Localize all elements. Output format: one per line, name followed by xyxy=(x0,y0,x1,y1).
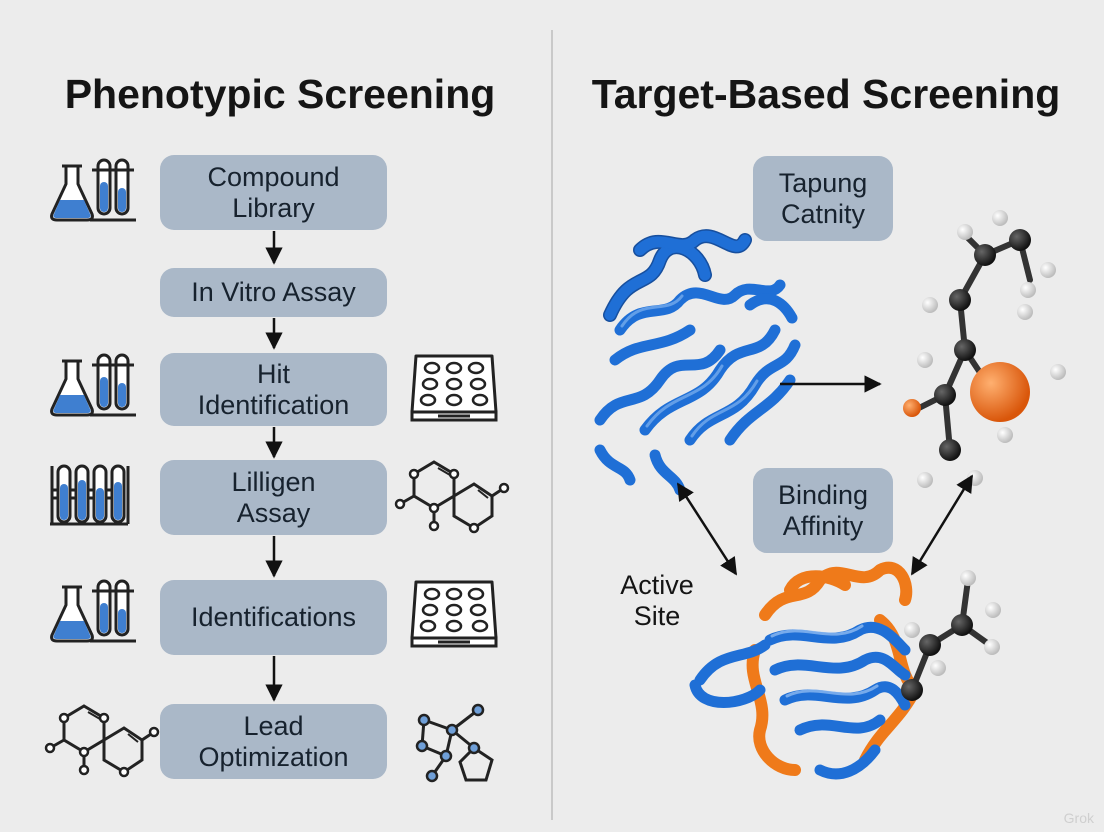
left-title: Phenotypic Screening xyxy=(64,71,496,117)
step-identifications: Identifications xyxy=(160,580,387,655)
molecule-network-icon xyxy=(415,703,494,783)
step-compound-library: Compound Library xyxy=(160,155,387,230)
ligand-molecule-bottom xyxy=(901,570,1001,701)
binding-affinity-box: Binding Affinity xyxy=(753,468,893,553)
step-lead-optimization: Lead Optimization xyxy=(160,704,387,779)
step-hit-identification: Hit Identification xyxy=(160,353,387,426)
step-lilligen-assay: Lilligen Assay xyxy=(160,460,387,535)
step-in-vitro-assay: In Vitro Assay xyxy=(160,268,387,317)
well-plate-icon xyxy=(410,580,498,648)
protein-structure-bottom xyxy=(689,561,921,780)
interaction-arrows xyxy=(676,375,974,576)
active-site-label: Active Site xyxy=(620,570,694,631)
flask-tubes-icon xyxy=(50,579,138,643)
flask-tubes-icon xyxy=(50,353,138,417)
right-title: Target-Based Screening xyxy=(591,71,1061,117)
molecule-structure-icon xyxy=(394,460,510,534)
ligand-molecule-top xyxy=(903,210,1066,488)
flask-tubes-icon xyxy=(50,158,138,222)
watermark: Grok xyxy=(1063,810,1094,826)
protein-structure-top xyxy=(594,229,801,496)
target-box-top: Tapung Catnity xyxy=(753,156,893,241)
well-plate-icon xyxy=(410,354,498,422)
test-tubes-rack-icon xyxy=(48,464,130,526)
molecule-structure-icon xyxy=(44,704,160,778)
